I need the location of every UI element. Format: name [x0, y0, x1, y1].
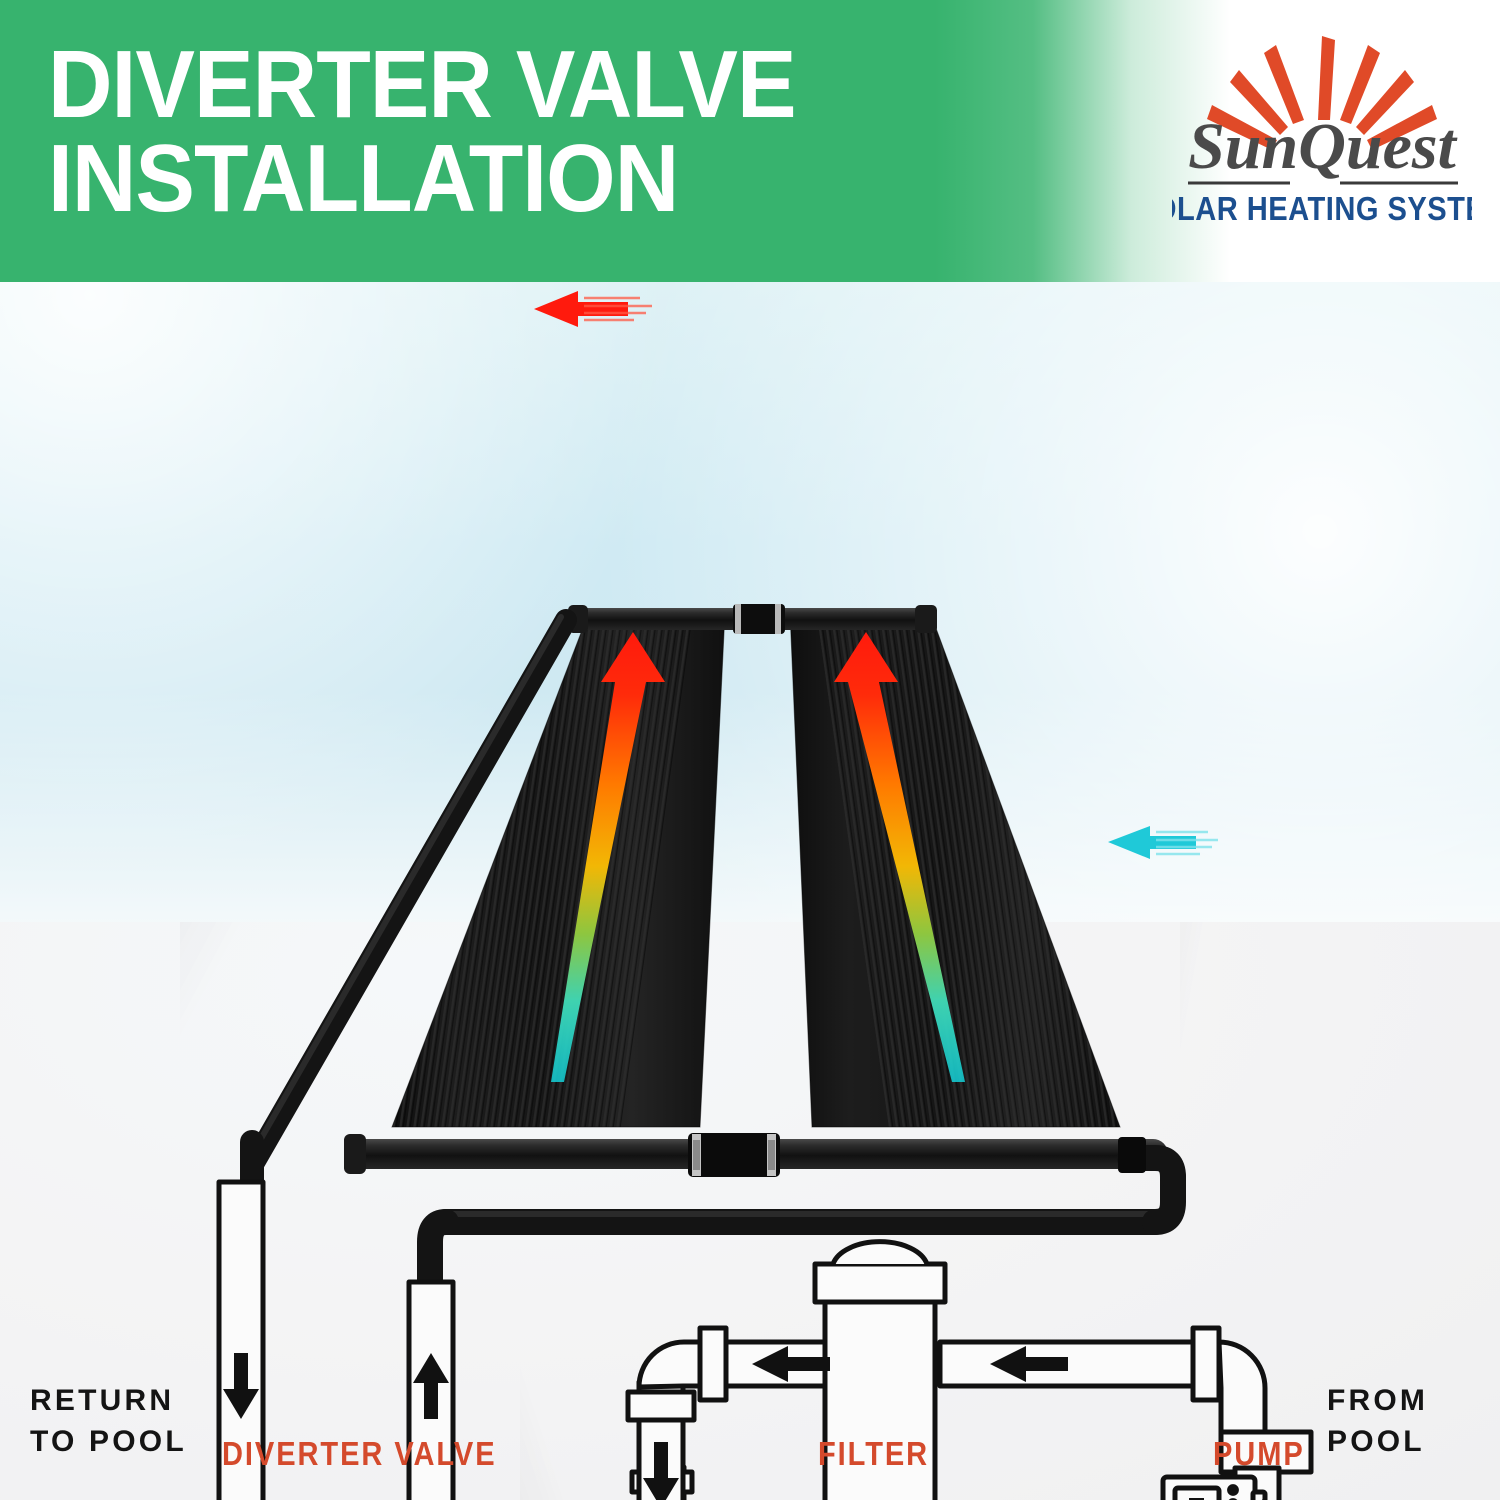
bottom-coupler [688, 1133, 780, 1177]
diagram-graphics [216, 291, 1314, 1500]
panel-bottom-manifold [344, 1133, 1168, 1177]
hot-water-out-arrow [534, 291, 652, 327]
filter-label: FILTER [818, 1435, 930, 1472]
arrow-return-down [223, 1353, 259, 1419]
panel-flow-arrow-right [834, 632, 965, 1082]
panel-flow-arrow-left [551, 632, 665, 1082]
panel-top-manifold [568, 604, 937, 634]
solar-feed-pipe [417, 1145, 1186, 1295]
arrow-pump-to-filter [990, 1346, 1068, 1382]
sun-rays-icon [1207, 36, 1437, 150]
sunquest-logo: SunQuest SOLAR HEATING SYSTEM [1172, 28, 1472, 250]
arrow-down-dropleg [643, 1442, 679, 1500]
sand-filter-tank [812, 1239, 948, 1500]
diagram-scene: RETURN TO POOL FROM POOL [0, 282, 1500, 1500]
pvc-schematic [216, 1179, 1314, 1500]
top-union-left [697, 1325, 729, 1403]
cold-water-in-arrow [1108, 826, 1218, 859]
page-title: DIVERTER VALVE INSTALLATION [48, 31, 797, 233]
pump-label: PUMP [1213, 1435, 1305, 1472]
right-manifold-coupler [1118, 1137, 1146, 1173]
panel-ribs-right [815, 612, 1120, 1127]
arrow-supply-up [413, 1353, 449, 1419]
schematic-flow-arrows [223, 1346, 1068, 1500]
top-union-right [1190, 1325, 1222, 1403]
header-band [0, 0, 1230, 282]
solar-collector-panel-left [391, 611, 726, 1128]
logo-tagline-text: SOLAR HEATING SYSTEM [1172, 190, 1472, 227]
logo-graphic: SunQuest SOLAR HEATING SYSTEM [1172, 36, 1472, 227]
pool-pump [1160, 1474, 1268, 1500]
diverter-valve-label: DIVERTER VALVE [222, 1435, 497, 1472]
logo-brand-text: SunQuest [1188, 110, 1457, 183]
return-riser-pipe [216, 1179, 266, 1500]
from-pool-label: FROM POOL [1327, 1384, 1429, 1459]
filter-top-pipe-right [937, 1339, 1223, 1389]
arrow-filter-out [752, 1346, 830, 1382]
top-coupler [733, 604, 785, 634]
pump-discharge-pipe [1216, 1339, 1314, 1500]
solar-return-pipe [241, 609, 577, 1177]
return-to-pool-label: RETURN TO POOL [30, 1384, 187, 1459]
